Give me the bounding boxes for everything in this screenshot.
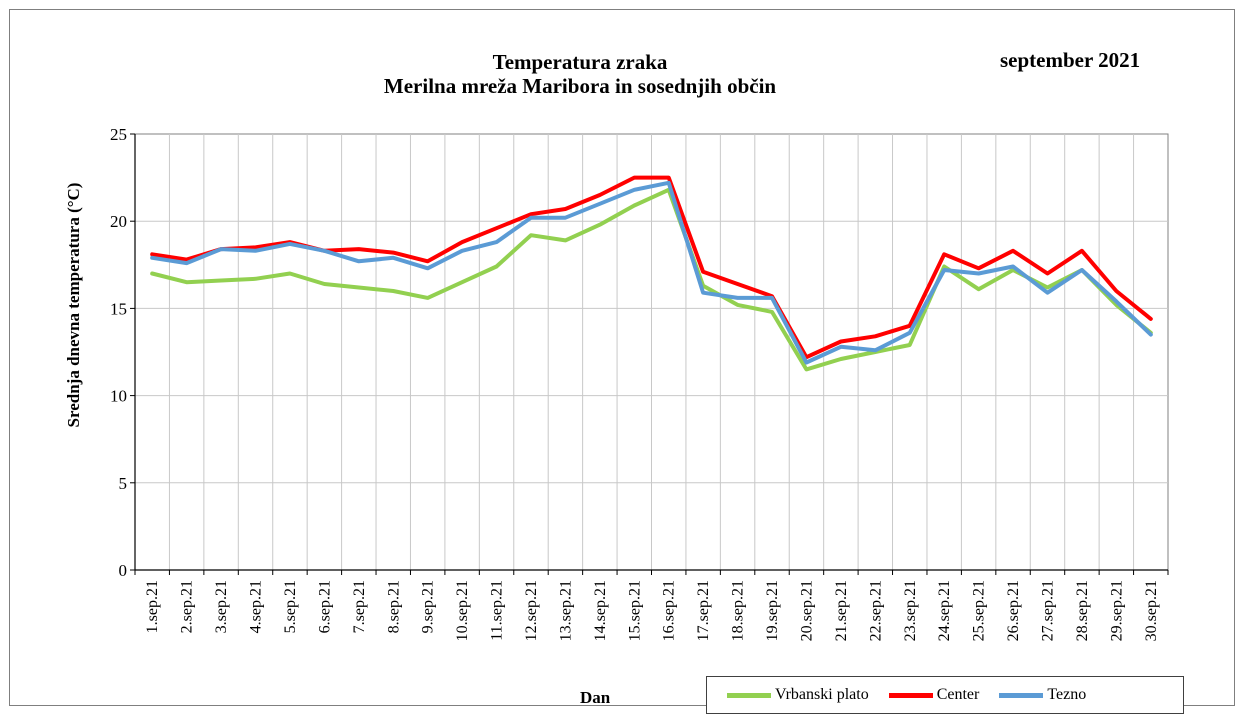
x-tick-label: 16.sep.21 [661,580,678,641]
series-line-vrbanski-plato [150,187,1153,372]
legend-label: Vrbanski plato [775,686,869,703]
y-tick-label: 25 [110,125,127,144]
x-tick-label: 30.sep.21 [1143,580,1160,641]
x-tick-label: 14.sep.21 [592,580,609,641]
x-tick-label: 4.sep.21 [248,580,265,633]
y-tick-label: 10 [110,387,127,406]
x-tick-label: 23.sep.21 [902,580,919,641]
x-tick-label: 5.sep.21 [282,580,299,633]
x-axis-label: Dan [580,688,611,707]
y-tick-label: 15 [110,299,127,318]
x-tick-label: 9.sep.21 [420,580,437,633]
legend-item-vrbanski-plato: Vrbanski plato [727,686,869,704]
legend-label: Tezno [1047,686,1087,703]
x-tick-label: 10.sep.21 [454,580,471,641]
legend-item-tezno: Tezno [999,686,1086,704]
x-tick-label: 21.sep.21 [833,580,850,641]
x-tick-label: 6.sep.21 [316,580,333,633]
x-tick-label: 24.sep.21 [936,580,953,641]
legend-label: Center [936,686,980,703]
chart-title-line2: Merilna mreža Maribora in sosednjih obči… [383,74,777,98]
x-tick-label: 27.sep.21 [1039,580,1056,641]
x-tick-label: 3.sep.21 [213,580,230,633]
x-tick-label: 28.sep.21 [1074,580,1091,641]
x-tick-label: 20.sep.21 [798,580,815,641]
legend: Vrbanski plato Center Tezno [706,676,1184,714]
x-tick-label: 15.sep.21 [626,580,643,641]
x-tick-label: 29.sep.21 [1108,580,1125,641]
x-tick-label: 19.sep.21 [764,580,781,641]
x-tick-label: 11.sep.21 [489,580,506,641]
x-tick-label: 17.sep.21 [695,580,712,641]
x-tick-label: 8.sep.21 [385,580,402,633]
x-tick-label: 25.sep.21 [971,580,988,641]
y-tick-label: 0 [119,561,128,580]
legend-swatch-tezno [999,692,1044,698]
y-tick-label: 20 [110,212,127,231]
chart-title-line1: Temperatura zraka [492,50,668,74]
x-tick-label: 26.sep.21 [1005,580,1022,641]
chart-subtitle: september 2021 [1000,48,1141,72]
series-line-tezno [150,180,1153,365]
x-tick-label: 2.sep.21 [179,580,196,633]
x-tick-label: 13.sep.21 [557,580,574,641]
x-tick-label: 7.sep.21 [351,580,368,633]
legend-swatch-center [888,692,933,698]
legend-item-center: Center [888,686,980,704]
x-tick-label: 1.sep.21 [144,580,161,633]
x-tick-label: 12.sep.21 [523,580,540,641]
x-tick-label: 22.sep.21 [867,580,884,641]
y-tick-label: 5 [119,474,128,493]
y-axis-label: Srednja dnevna temperatura (°C) [64,182,83,428]
x-tick-label: 18.sep.21 [730,580,747,641]
legend-swatch-vrbanski-plato [727,692,771,698]
